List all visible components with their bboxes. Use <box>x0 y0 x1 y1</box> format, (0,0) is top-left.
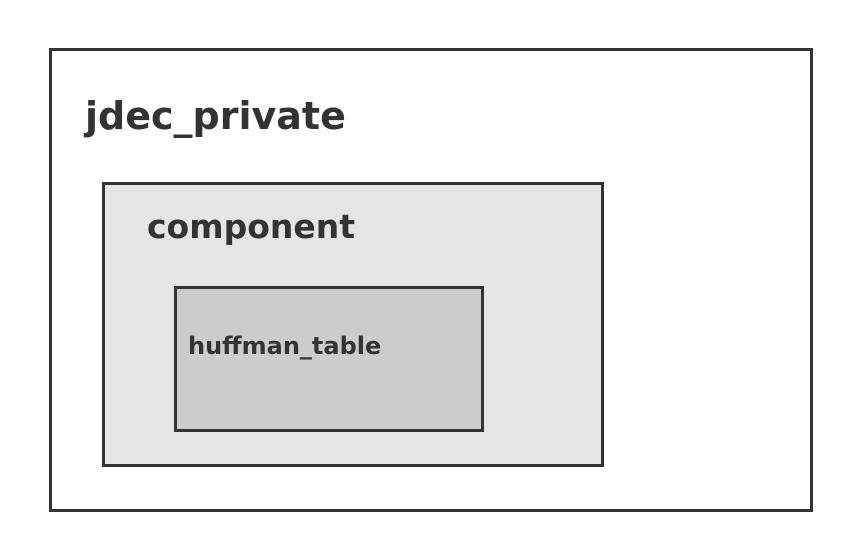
jdec-private-label: jdec_private <box>85 94 346 138</box>
huffman-table-box: huffman_table <box>174 286 484 432</box>
huffman-table-label: huffman_table <box>188 332 382 360</box>
component-label: component <box>147 207 356 246</box>
